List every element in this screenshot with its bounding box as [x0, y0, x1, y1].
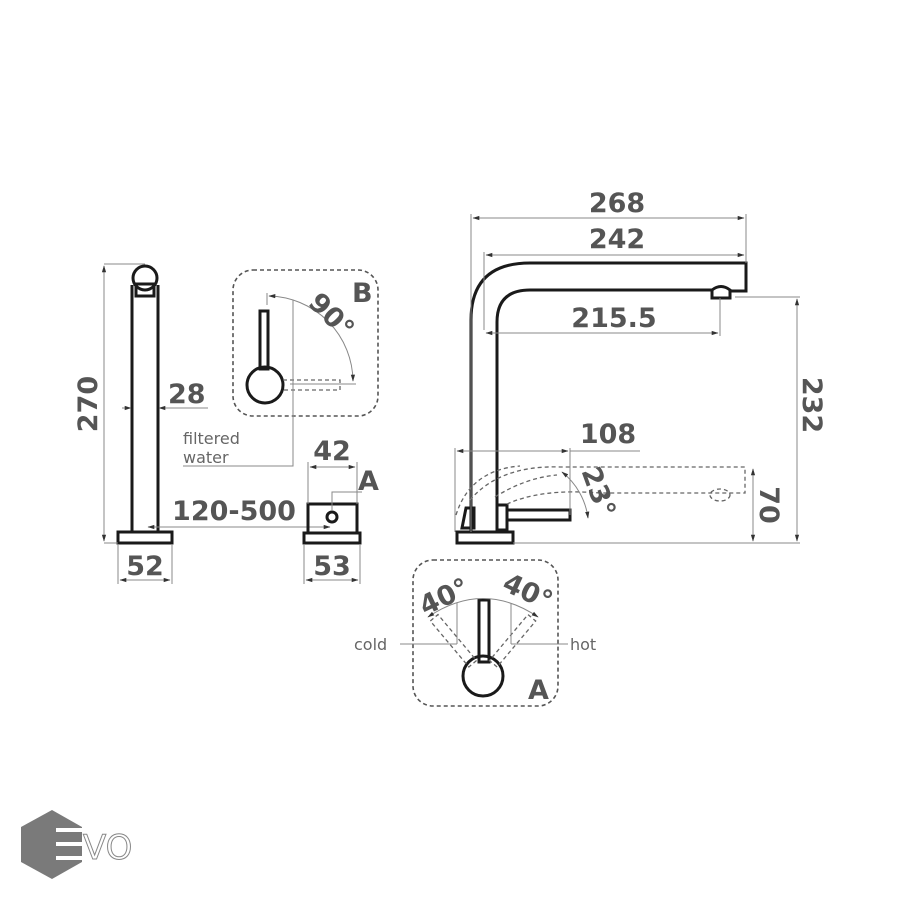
filtered-caption-2: water [183, 448, 229, 467]
dim-spacing-range: 120-500 [172, 496, 296, 527]
filtered-caption-1: filtered [183, 429, 240, 448]
dim-spout-height: 232 [796, 377, 827, 433]
dim-tube-diameter: 28 [168, 379, 206, 410]
valve-side-view: 42 A 53 [302, 436, 379, 584]
dim-spout-length: 242 [589, 224, 645, 255]
cold-label: cold [354, 635, 387, 654]
detail-b-label: B [352, 278, 373, 309]
dim-lever-height: 70 [753, 486, 784, 524]
dim-lever-reach: 108 [580, 419, 636, 450]
dim-reach-total: 268 [589, 188, 645, 219]
angle-hot-40: 40° [498, 567, 557, 617]
detail-a-label: A [528, 675, 549, 706]
dim-valve-width: 42 [313, 436, 351, 467]
valve-marker-a: A [358, 466, 379, 497]
detail-a-temperature-range: 40° 40° cold hot A [354, 559, 596, 707]
evo-logo: VO [21, 810, 133, 879]
faucet-side-view: 268 242 215.5 232 70 108 23° [454, 188, 827, 545]
logo-text: VO [83, 828, 132, 868]
dim-spout-reach: 215.5 [571, 303, 656, 334]
angle-cold-40: 40° [415, 572, 474, 622]
hot-label: hot [570, 635, 596, 654]
angle-23: 23° [575, 463, 622, 522]
dim-base-width: 52 [126, 551, 164, 582]
filter-tap-side-view: 270 28 52 120-500 [73, 263, 331, 584]
dim-height-total: 270 [73, 376, 104, 432]
dim-valve-base-width: 53 [313, 551, 351, 582]
